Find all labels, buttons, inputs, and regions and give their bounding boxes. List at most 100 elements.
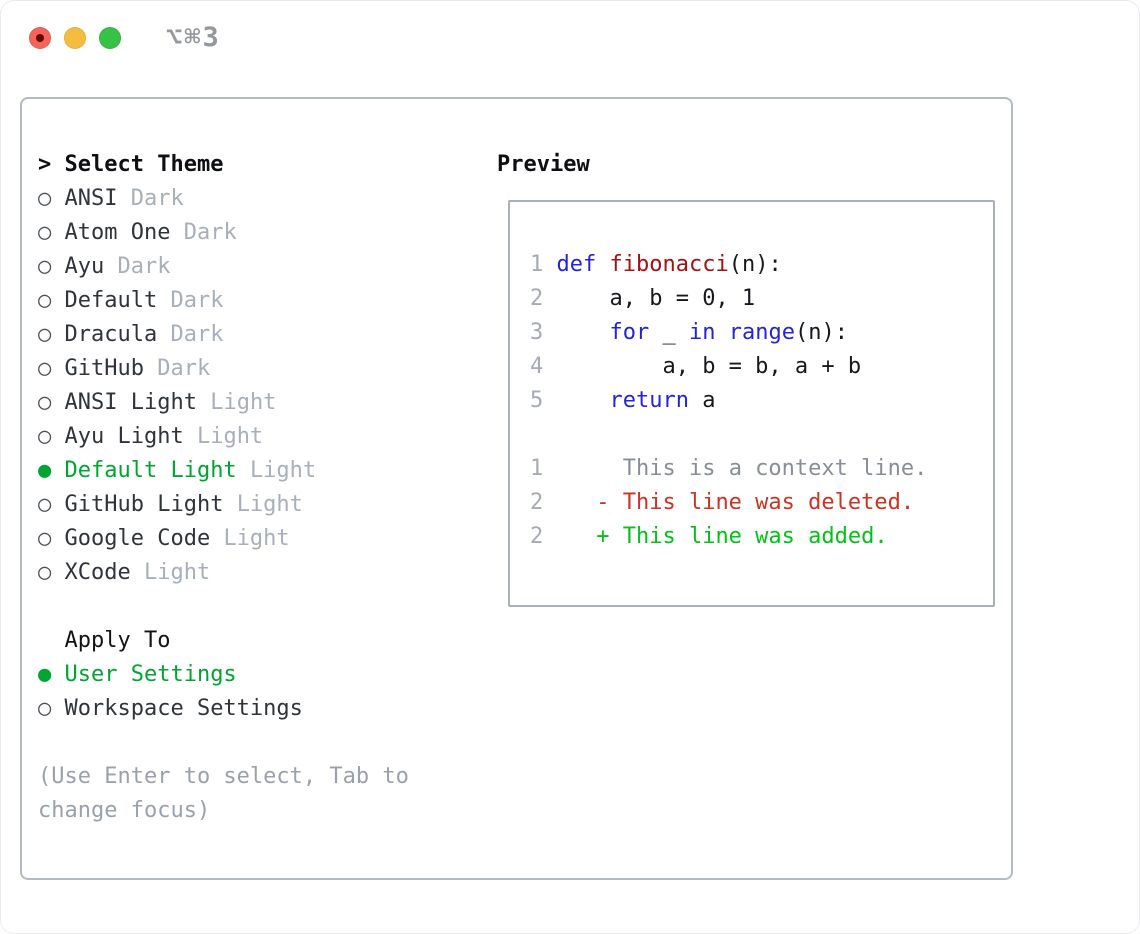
theme-option[interactable]: ○ Ayu Dark (38, 250, 409, 284)
code-token-plain: (n): (794, 320, 848, 345)
code-token-plain (543, 490, 596, 515)
spacer (38, 590, 409, 624)
radio-unselected-icon: ○ (38, 492, 52, 517)
code-token-num: 1 (530, 252, 557, 277)
code-token-kw: def (556, 252, 597, 277)
spacer (38, 726, 409, 760)
code-token-fn: fibonacci (609, 252, 729, 277)
zoom-button-icon[interactable] (99, 27, 121, 49)
theme-option[interactable]: ○ Ayu Light Light (38, 420, 409, 454)
close-modified-dot-icon (36, 34, 44, 42)
theme-variant-tag: Light (210, 390, 277, 415)
code-token-plain (543, 524, 596, 549)
theme-variant-tag: Light (223, 526, 290, 551)
theme-name: GitHub (51, 356, 158, 381)
code-token-num: 4 (530, 354, 544, 379)
code-token-plain: _ (649, 320, 689, 345)
apply-to-label: User Settings (51, 662, 237, 687)
radio-unselected-icon: ○ (38, 560, 52, 585)
theme-variant-tag: Dark (157, 356, 211, 381)
radio-unselected-icon: ○ (38, 322, 52, 347)
code-line: 2 a, b = 0, 1 (530, 282, 993, 316)
close-button-icon[interactable] (29, 27, 51, 49)
theme-variant-tag: Dark (183, 220, 237, 245)
code-line: 5 return a (530, 384, 993, 418)
theme-option[interactable]: ○ GitHub Dark (38, 352, 409, 386)
theme-variant-tag: Dark (170, 322, 224, 347)
apply-to-label: Workspace Settings (51, 696, 303, 721)
apply-to-list: ● User Settings○ Workspace Settings (38, 658, 409, 726)
code-token-ctx: This is a context line. (622, 456, 928, 481)
preview-header: Preview (497, 152, 590, 177)
theme-option[interactable]: ○ GitHub Light Light (38, 488, 409, 522)
hint-text-line2: change focus) (38, 798, 211, 823)
minimize-button-icon[interactable] (64, 27, 86, 49)
theme-variant-tag: Dark (117, 254, 171, 279)
theme-selector-column: > Select Theme ○ ANSI Dark○ Atom One Dar… (38, 148, 409, 828)
code-line: 2 - This line was deleted. (530, 486, 993, 520)
prompt-icon: > (38, 152, 52, 177)
code-token-kw: for (609, 320, 650, 345)
radio-selected-icon: ● (38, 458, 52, 483)
theme-name: Google Code (51, 526, 224, 551)
code-token-add: + This line was added. (596, 524, 888, 549)
code-token-num: 2 (530, 490, 544, 515)
code-token-num: 3 (530, 320, 544, 345)
theme-name: Ayu (51, 254, 118, 279)
theme-variant-tag: Light (249, 458, 317, 483)
code-token-num: 2 (530, 286, 544, 311)
theme-name: ANSI Light (51, 390, 211, 415)
radio-unselected-icon: ○ (38, 186, 52, 211)
code-line (530, 418, 993, 452)
code-token-plain (715, 320, 728, 345)
theme-option[interactable]: ○ XCode Light (38, 556, 409, 590)
theme-option[interactable]: ○ Default Dark (38, 284, 409, 318)
apply-to-option[interactable]: ○ Workspace Settings (38, 692, 409, 726)
theme-option[interactable]: ● Default Light Light (38, 454, 409, 488)
radio-unselected-icon: ○ (38, 526, 52, 551)
select-theme-header: > Select Theme (38, 152, 224, 177)
hint-text-line1: (Use Enter to select, Tab to (38, 764, 409, 789)
code-token-plain (596, 252, 609, 277)
theme-option[interactable]: ○ Dracula Dark (38, 318, 409, 352)
code-token-plain: a, b = 0, 1 (543, 286, 756, 311)
code-token-plain (543, 456, 622, 481)
code-token-plain (543, 388, 609, 413)
theme-option[interactable]: ○ ANSI Dark (38, 182, 409, 216)
titlebar: ⌥⌘3 (0, 0, 1140, 76)
code-line: 2 + This line was added. (530, 520, 993, 554)
radio-unselected-icon: ○ (38, 390, 52, 415)
theme-option[interactable]: ○ Atom One Dark (38, 216, 409, 250)
code-line: 1 This is a context line. (530, 452, 993, 486)
code-token-kw: return (609, 388, 689, 413)
code-token-num: 2 (530, 524, 544, 549)
theme-variant-tag: Light (143, 560, 211, 585)
code-token-kw: range (728, 320, 795, 345)
code-token-plain (543, 320, 609, 345)
radio-unselected-icon: ○ (38, 424, 52, 449)
theme-variant-tag: Light (236, 492, 303, 517)
theme-name: Dracula (51, 322, 171, 347)
theme-option[interactable]: ○ Google Code Light (38, 522, 409, 556)
code-line: 3 for _ in range(n): (530, 316, 993, 350)
theme-option[interactable]: ○ ANSI Light Light (38, 386, 409, 420)
theme-name: Ayu Light (51, 424, 197, 449)
window-title: ⌥⌘3 (166, 22, 221, 53)
theme-name: Atom One (51, 220, 184, 245)
code-token-plain: a (688, 388, 716, 413)
theme-name: GitHub Light (51, 492, 237, 517)
code-line: 4 a, b = b, a + b (530, 350, 993, 384)
code-token-del: - This line was deleted. (596, 490, 915, 515)
theme-variant-tag: Light (196, 424, 264, 449)
apply-to-header: Apply To (64, 628, 171, 653)
radio-unselected-icon: ○ (38, 220, 52, 245)
apply-to-option[interactable]: ● User Settings (38, 658, 409, 692)
code-token-plain: (n): (728, 252, 782, 277)
radio-unselected-icon: ○ (38, 254, 52, 279)
radio-unselected-icon: ○ (38, 356, 52, 381)
theme-list: ○ ANSI Dark○ Atom One Dark○ Ayu Dark○ De… (38, 182, 409, 590)
code-line: 1 def fibonacci(n): (530, 248, 993, 282)
theme-name: XCode (51, 560, 144, 585)
